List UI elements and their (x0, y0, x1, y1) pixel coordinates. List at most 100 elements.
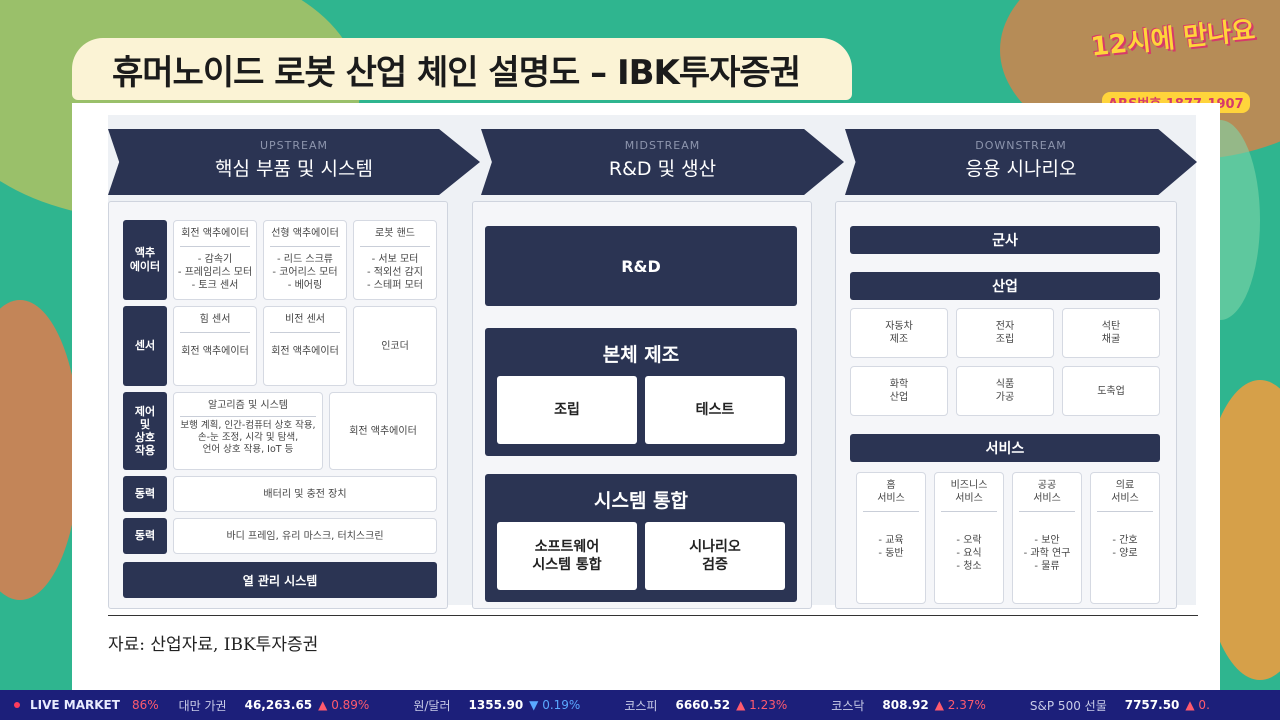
stage-ko: R&D 및 생산 (608, 158, 717, 180)
market-ticker: LIVE MARKET 86% 대만 가권 46,263.65 ▲ 0.89% … (0, 690, 1280, 720)
card-algorithm: 알고리즘 및 시스템 보행 계획, 인간-컴퓨터 상호 작용, 손-눈 조정, … (173, 392, 323, 470)
live-dot-icon (14, 702, 20, 708)
service-home: 홈 서비스 - 교육 - 동반 (856, 472, 926, 604)
ticker-name: 코스피 (624, 698, 658, 713)
stage-en: DOWNSTREAM (975, 139, 1067, 152)
stage-en: UPSTREAM (260, 139, 328, 152)
ticker-change: ▲ 2.37% (934, 698, 986, 712)
industry-electronics: 전자 조립 (956, 308, 1054, 358)
ticker-value: 46,263.65 (244, 698, 313, 712)
software-integration-box: 소프트웨어 시스템 통합 (497, 522, 637, 590)
logo-text: 12시에 만나요 (1089, 15, 1257, 63)
industry-slaughter: 도축업 (1062, 366, 1160, 416)
card-body: 회전 액추에이터 (349, 425, 417, 437)
card-head: 힘 센서 (180, 313, 250, 333)
row-label-power: 동력 (123, 476, 167, 512)
row-label-power-2: 동력 (123, 518, 167, 554)
downstream-column: 군사 산업 자동차 제조 전자 조립 석탄 채굴 화학 산업 식품 가공 도축업… (835, 201, 1177, 609)
card-encoder: 인코더 (353, 306, 437, 386)
ticker-change: ▼ 0.19% (529, 698, 581, 712)
card-body: - 오락 - 요식 - 청소 (956, 535, 982, 572)
chain-diagram: UPSTREAM 핵심 부품 및 시스템 MIDSTREAM R&D 및 생산 … (108, 115, 1197, 609)
card-rotary-actuator-2: 회전 액추에이터 (329, 392, 437, 470)
service-bar: 서비스 (850, 434, 1160, 462)
ticker-name: 코스닥 (831, 698, 865, 713)
card-body: 보행 계획, 인간-컴퓨터 상호 작용, 손-눈 조정, 시각 및 탐색, 언어… (180, 420, 316, 455)
stage-en: MIDSTREAM (624, 139, 701, 152)
upstream-column: 액추 에이터 회전 액추에이터 - 감속기 - 프레임리스 모터 - 토크 센서… (108, 201, 448, 609)
card-body: 배터리 및 충전 장치 (263, 488, 347, 500)
card-head: 알고리즘 및 시스템 (180, 399, 316, 417)
card-head: 선형 액추에이터 (270, 227, 340, 247)
card-rotary-actuator: 회전 액추에이터 - 감속기 - 프레임리스 모터 - 토크 센서 (173, 220, 257, 300)
assembly-box: 조립 (497, 376, 637, 444)
card-body: - 서보 모터 - 적외선 감지 - 스테퍼 모터 (367, 254, 423, 291)
industry-chemical: 화학 산업 (850, 366, 948, 416)
card-head: 의료 서비스 (1097, 479, 1153, 512)
ticker-name: 대만 가권 (178, 698, 227, 713)
card-body: - 보안 - 과학 연구 - 물류 (1023, 535, 1071, 572)
card-body: - 감속기 - 프레임리스 모터 - 토크 센서 (177, 254, 253, 291)
thermal-management-bar: 열 관리 시스템 (123, 562, 437, 598)
card-body: - 간호 - 양로 (1112, 535, 1138, 559)
military-bar: 군사 (850, 226, 1160, 254)
manufacturing-title: 본체 제조 (602, 344, 680, 366)
industry-food: 식품 가공 (956, 366, 1054, 416)
stage-ko: 응용 시나리오 (965, 158, 1077, 180)
ticker-name: S&P 500 선물 (1029, 698, 1107, 713)
card-head: 비즈니스 서비스 (941, 479, 997, 512)
title-banner: 휴머노이드 로봇 산업 체인 설명도 – IBK투자증권 (72, 38, 852, 100)
rnd-box: R&D (485, 226, 797, 306)
ticker-item: 코스피 6660.52 ▲ 1.23% (624, 697, 787, 714)
card-head: 공공 서비스 (1019, 479, 1075, 512)
row-label-actuator: 액추 에이터 (123, 220, 167, 300)
card-linear-actuator: 선형 액추에이터 - 리드 스크류 - 코어리스 모터 - 베어링 (263, 220, 347, 300)
service-medical: 의료 서비스 - 간호 - 양로 (1090, 472, 1160, 604)
test-box: 테스트 (645, 376, 785, 444)
ticker-value: 808.92 (882, 698, 929, 712)
service-business: 비즈니스 서비스 - 오락 - 요식 - 청소 (934, 472, 1004, 604)
industry-automotive: 자동차 제조 (850, 308, 948, 358)
card-body: - 교육 - 동반 (878, 535, 904, 559)
card-body: 바디 프레임, 유리 마스크, 터치스크린 (226, 530, 384, 542)
industry-coal-mining: 석탄 채굴 (1062, 308, 1160, 358)
manufacturing-box: 본체 제조 조립 테스트 (485, 328, 797, 456)
integration-title: 시스템 통합 (593, 490, 688, 512)
stage-ko: 핵심 부품 및 시스템 (215, 158, 373, 180)
card-head: 홈 서비스 (863, 479, 919, 512)
card-body: 인코더 (381, 340, 409, 352)
ticker-value: 6660.52 (675, 698, 731, 712)
slide-panel: UPSTREAM 핵심 부품 및 시스템 MIDSTREAM R&D 및 생산 … (72, 103, 1220, 690)
live-market-label: LIVE MARKET (30, 698, 120, 712)
source-note: 자료: 산업자료, IBK투자증권 (108, 615, 1198, 655)
ticker-item: 코스닥 808.92 ▲ 2.37% (831, 697, 986, 714)
card-head: 비전 센서 (270, 313, 340, 333)
midstream-column: R&D 본체 제조 조립 테스트 시스템 통합 소프트웨어 시스템 통합 시나리… (472, 201, 812, 609)
ticker-value: 1355.90 (468, 698, 524, 712)
ticker-change: ▲ 0. (1185, 698, 1210, 712)
card-battery: 배터리 및 충전 장치 (173, 476, 437, 512)
card-body: - 리드 스크류 - 코어리스 모터 - 베어링 (272, 254, 338, 291)
stage-upstream: UPSTREAM 핵심 부품 및 시스템 (108, 129, 480, 195)
industry-bar: 산업 (850, 272, 1160, 300)
ticker-item: 대만 가권 46,263.65 ▲ 0.89% (179, 697, 370, 714)
page-title: 휴머노이드 로봇 산업 체인 설명도 – IBK투자증권 (112, 52, 801, 93)
ticker-value: 7757.50 (1124, 698, 1180, 712)
ticker-item: 원/달러 1355.90 ▼ 0.19% (413, 697, 580, 714)
card-robot-hand: 로봇 핸드 - 서보 모터 - 적외선 감지 - 스테퍼 모터 (353, 220, 437, 300)
card-body: 회전 액추에이터 (271, 346, 339, 357)
ticker-name: 원/달러 (413, 698, 451, 713)
row-label-control: 제어 및 상호 작용 (123, 392, 167, 470)
live-market-pct: 86% (131, 698, 159, 712)
card-head: 회전 액추에이터 (180, 227, 250, 247)
card-head: 로봇 핸드 (360, 227, 430, 247)
ticker-change: ▲ 1.23% (736, 698, 788, 712)
card-body-frame: 바디 프레임, 유리 마스크, 터치스크린 (173, 518, 437, 554)
card-vision-sensor: 비전 센서 회전 액추에이터 (263, 306, 347, 386)
stage-downstream: DOWNSTREAM 응용 시나리오 (845, 129, 1197, 195)
stage-midstream: MIDSTREAM R&D 및 생산 (481, 129, 844, 195)
card-body: 회전 액추에이터 (181, 346, 249, 357)
integration-box: 시스템 통합 소프트웨어 시스템 통합 시나리오 검증 (485, 474, 797, 602)
ticker-change: ▲ 0.89% (318, 698, 370, 712)
scenario-verification-box: 시나리오 검증 (645, 522, 785, 590)
